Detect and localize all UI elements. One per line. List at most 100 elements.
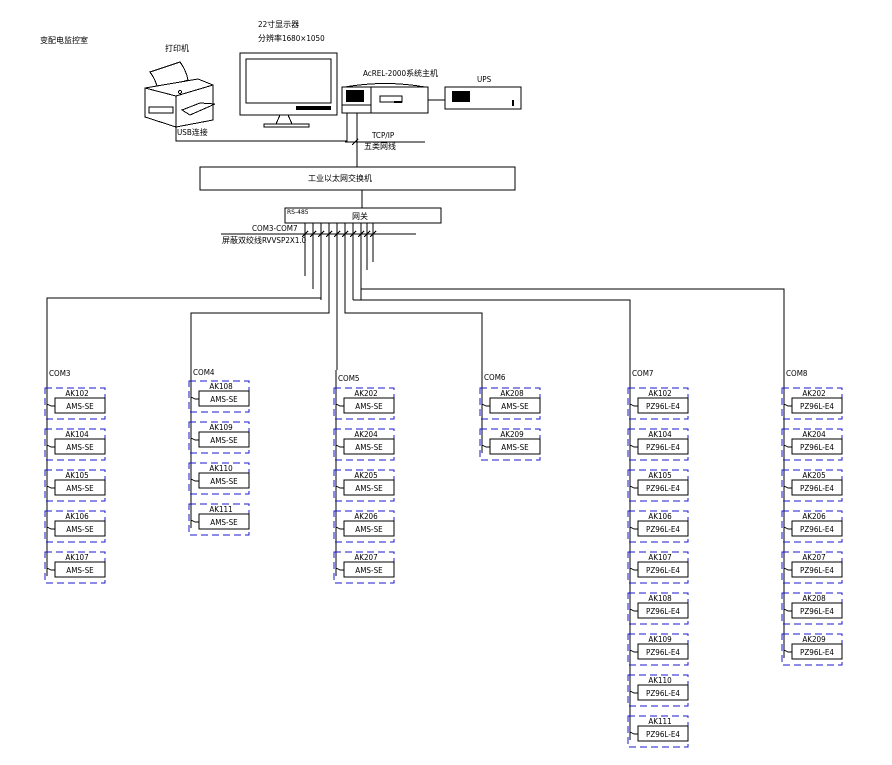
device-id: AK111 <box>648 717 671 726</box>
serial-server-label: 网关 <box>352 211 368 221</box>
device-model: AMS-SE <box>210 518 238 527</box>
protocol-label: TCP/IP <box>371 131 395 140</box>
monitor-icon <box>239 52 338 128</box>
device-id: AK202 <box>354 389 377 398</box>
host-label: AcREL-2000系统主机 <box>363 68 438 78</box>
device-model: PZ96L-E4 <box>646 525 680 534</box>
device-frame <box>333 469 395 502</box>
device-id: AK104 <box>65 430 89 439</box>
device-model: AMS-SE <box>355 484 383 493</box>
device-frame <box>333 428 395 461</box>
device-model: PZ96L-E4 <box>646 566 680 575</box>
bus-range-label: COM3-COM7 <box>252 224 298 233</box>
device-tap-line <box>629 731 638 735</box>
device-frame <box>627 510 689 543</box>
port-tick-mark <box>369 230 377 238</box>
port-tick-mark <box>333 230 341 238</box>
device-tap-line <box>190 437 199 441</box>
bus-route-com3 <box>46 297 322 370</box>
device-model: PZ96L-E4 <box>646 730 680 739</box>
device-id: AK206 <box>802 512 826 521</box>
device-tap-line <box>190 396 199 400</box>
port-tick-mark <box>301 230 309 238</box>
device-model: AMS-SE <box>210 436 238 445</box>
device-model: PZ96L-E4 <box>800 566 834 575</box>
device-model: AMS-SE <box>355 525 383 534</box>
device-model: PZ96L-E4 <box>646 443 680 452</box>
device-model: PZ96L-E4 <box>800 525 834 534</box>
device-frame <box>781 592 843 625</box>
room-title: 变配电监控室 <box>40 35 88 45</box>
device-model: AMS-SE <box>66 566 94 575</box>
device-frame <box>627 551 689 584</box>
device-id: AK107 <box>648 553 671 562</box>
device-frame <box>627 633 689 666</box>
device-frame <box>188 462 250 495</box>
device-frame <box>627 428 689 461</box>
device-tap-line <box>629 403 638 407</box>
device-frame <box>627 592 689 625</box>
bus-routing <box>46 288 785 370</box>
usb-link-label: USB连接 <box>177 127 208 137</box>
device-model: AMS-SE <box>210 477 238 486</box>
bus-route-com6 <box>344 300 483 370</box>
port-tick-mark <box>325 230 333 238</box>
device-frame <box>333 510 395 543</box>
device-model: AMS-SE <box>501 402 529 411</box>
bus-com7: COM7AK102PZ96L-E4AK104PZ96L-E4AK105PZ96L… <box>627 369 689 748</box>
device-frame <box>781 387 843 420</box>
bus-com3: COM3AK102AMS-SEAK104AMS-SEAK105AMS-SEAK1… <box>44 369 106 584</box>
serial-ports <box>301 223 377 313</box>
device-frame <box>627 674 689 707</box>
device-tap-line <box>46 403 55 407</box>
monitor-label-size: 22寸显示器 <box>258 19 299 29</box>
device-frame <box>188 380 250 413</box>
device-model: PZ96L-E4 <box>646 402 680 411</box>
device-model: AMS-SE <box>355 402 383 411</box>
device-frame <box>333 551 395 584</box>
device-frame <box>188 421 250 454</box>
host-computer-icon <box>341 83 429 114</box>
device-frame <box>781 469 843 502</box>
device-id: AK108 <box>209 382 233 391</box>
port-tick-mark <box>363 230 371 238</box>
device-frame <box>44 469 106 502</box>
serial-server <box>284 207 442 224</box>
device-id: AK209 <box>500 430 524 439</box>
rs485-buses: COM3AK102AMS-SEAK104AMS-SEAK105AMS-SEAK1… <box>44 368 843 748</box>
device-tap-line <box>629 444 638 448</box>
bus-route-com4 <box>190 300 330 370</box>
bus-route-com7 <box>353 299 631 370</box>
device-model: AMS-SE <box>210 395 238 404</box>
device-id: AK102 <box>648 389 671 398</box>
device-id: AK208 <box>500 389 524 398</box>
device-id: AK104 <box>648 430 672 439</box>
ups-icon <box>444 86 522 110</box>
device-id: AK205 <box>354 471 377 480</box>
bus-route-com8 <box>360 288 785 370</box>
port-tick-mark <box>309 230 317 238</box>
printer-icon <box>144 61 216 128</box>
device-frame <box>627 387 689 420</box>
device-tap-line <box>335 567 344 571</box>
device-tap-line <box>629 608 638 612</box>
device-frame <box>44 387 106 420</box>
ups-label: UPS <box>477 75 492 84</box>
device-tap-line <box>783 485 792 489</box>
device-id: AK204 <box>802 430 826 439</box>
device-model: PZ96L-E4 <box>800 484 834 493</box>
device-id: AK207 <box>802 553 825 562</box>
